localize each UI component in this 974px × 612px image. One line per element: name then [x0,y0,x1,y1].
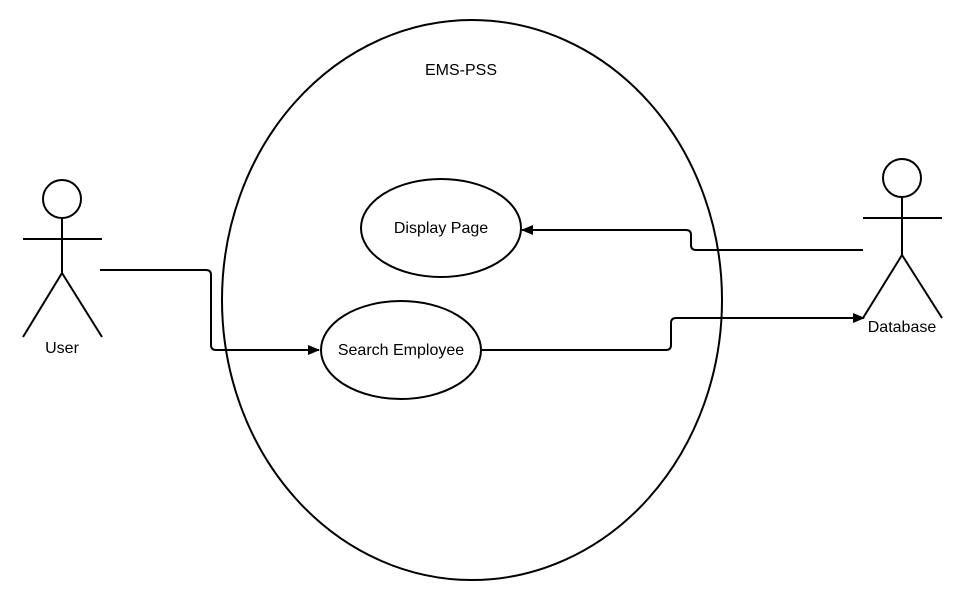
use-case-search-employee-label: Search Employee [338,342,464,359]
actor-user[interactable] [22,179,103,338]
connector-user-to-search-employee [100,269,320,355]
connector-database-to-display-page [521,225,863,251]
actor-user-label: User [45,340,79,357]
use-case-display-page[interactable]: Display Page [360,178,522,278]
actor-database[interactable] [862,158,943,319]
use-case-search-employee[interactable]: Search Employee [320,300,482,400]
actor-database-label: Database [868,319,937,336]
system-boundary [221,19,723,581]
connector-search-employee-to-database [482,313,865,351]
use-case-display-page-label: Display Page [394,220,488,237]
system-label: EMS-PSS [425,62,497,79]
